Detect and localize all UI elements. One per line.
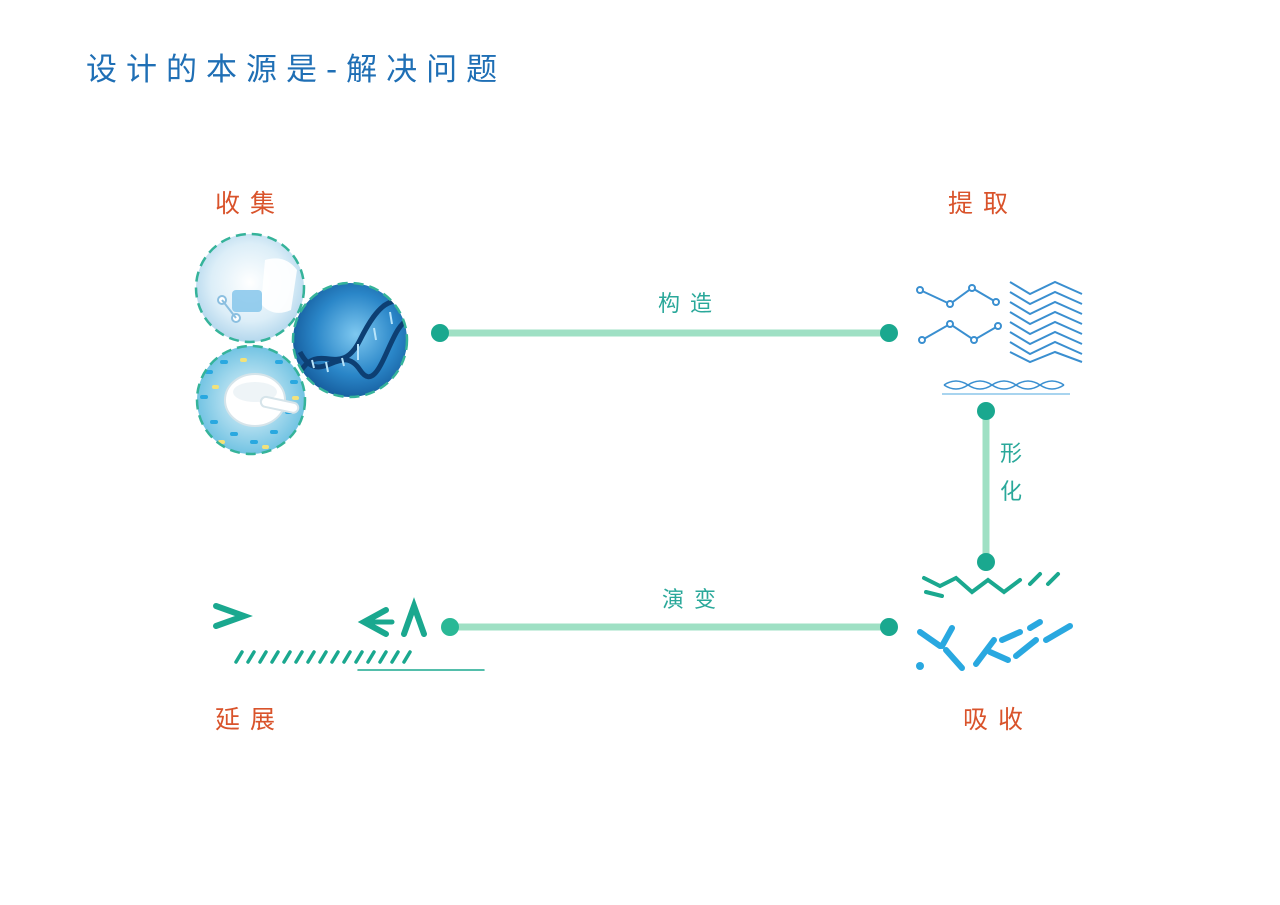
stage-label-collect: 收集 bbox=[215, 189, 286, 218]
node-dot bbox=[431, 324, 449, 342]
connector-label-evolve: 演变 bbox=[662, 588, 727, 613]
extract-patterns-icon bbox=[916, 280, 1083, 395]
connector-construct bbox=[431, 324, 898, 342]
stage-label-extract: 提取 bbox=[948, 189, 1019, 218]
dna-photo-image bbox=[291, 281, 409, 399]
connector-label-formalize-char-1: 形 bbox=[999, 442, 1022, 467]
stage-label-extend: 延展 bbox=[215, 705, 286, 734]
connector-evolve bbox=[441, 618, 898, 636]
node-dot bbox=[977, 553, 995, 571]
connector-label-formalize-char-2: 化 bbox=[999, 480, 1022, 505]
node-dot bbox=[880, 324, 898, 342]
node-dot bbox=[977, 402, 995, 420]
absorb-strokes-icon bbox=[916, 572, 1073, 671]
extend-arrows-icon bbox=[213, 597, 485, 671]
collect-images bbox=[194, 232, 409, 456]
connector-label-construct: 构造 bbox=[658, 292, 723, 317]
node-dot bbox=[441, 618, 459, 636]
connector-label-formalize: 形 化 bbox=[996, 436, 1026, 512]
stage-label-absorb: 吸收 bbox=[963, 705, 1034, 734]
page-title: 设计的本源是-解决问题 bbox=[86, 52, 507, 88]
lab-photo-image bbox=[194, 232, 306, 344]
connector-formalize bbox=[977, 402, 995, 571]
node-dot bbox=[880, 618, 898, 636]
pills-mortar-photo-image bbox=[195, 344, 307, 456]
